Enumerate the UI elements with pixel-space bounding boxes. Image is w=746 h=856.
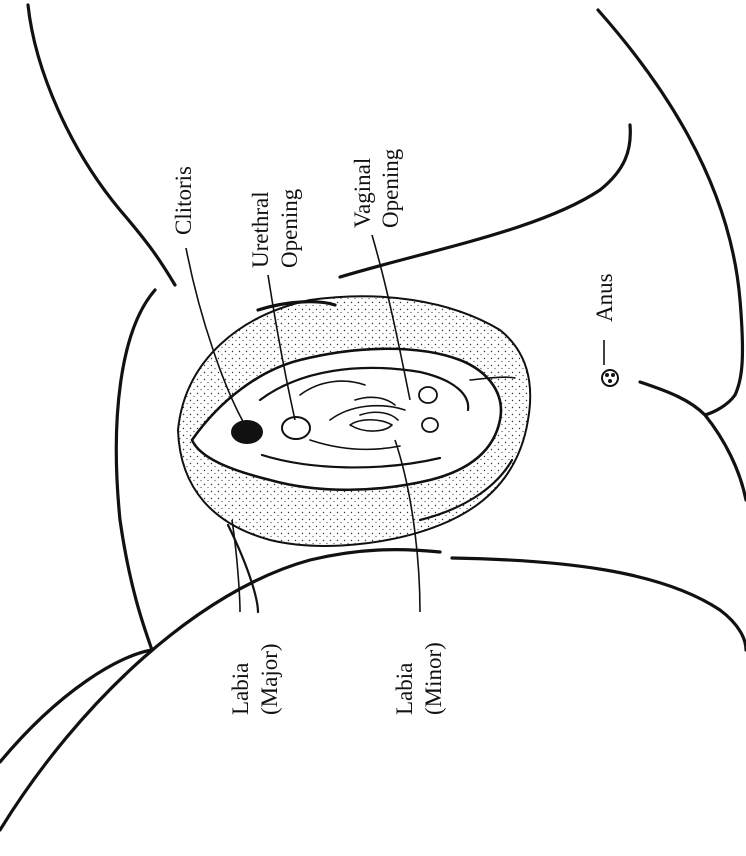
label-labia-major-1: Labia	[228, 663, 253, 715]
label-urethral-opening-2: Opening	[277, 188, 302, 268]
label-labia-minor-2: (Minor)	[421, 642, 446, 715]
label-labia-major-2: (Major)	[257, 643, 282, 715]
label-urethral-opening-1: Urethral	[248, 191, 273, 268]
label-clitoris: Clitoris	[171, 166, 196, 235]
label-vaginal-opening-1: Vaginal	[350, 158, 375, 228]
leader-labia-major	[232, 520, 240, 612]
label-labia-minor-1: Labia	[392, 663, 417, 715]
anus-mark	[602, 370, 618, 386]
label-anus: Anus	[592, 273, 617, 322]
urethral-opening-mark	[282, 417, 310, 439]
clitoris-mark	[231, 420, 263, 444]
label-vaginal-opening-2: Opening	[378, 148, 403, 228]
